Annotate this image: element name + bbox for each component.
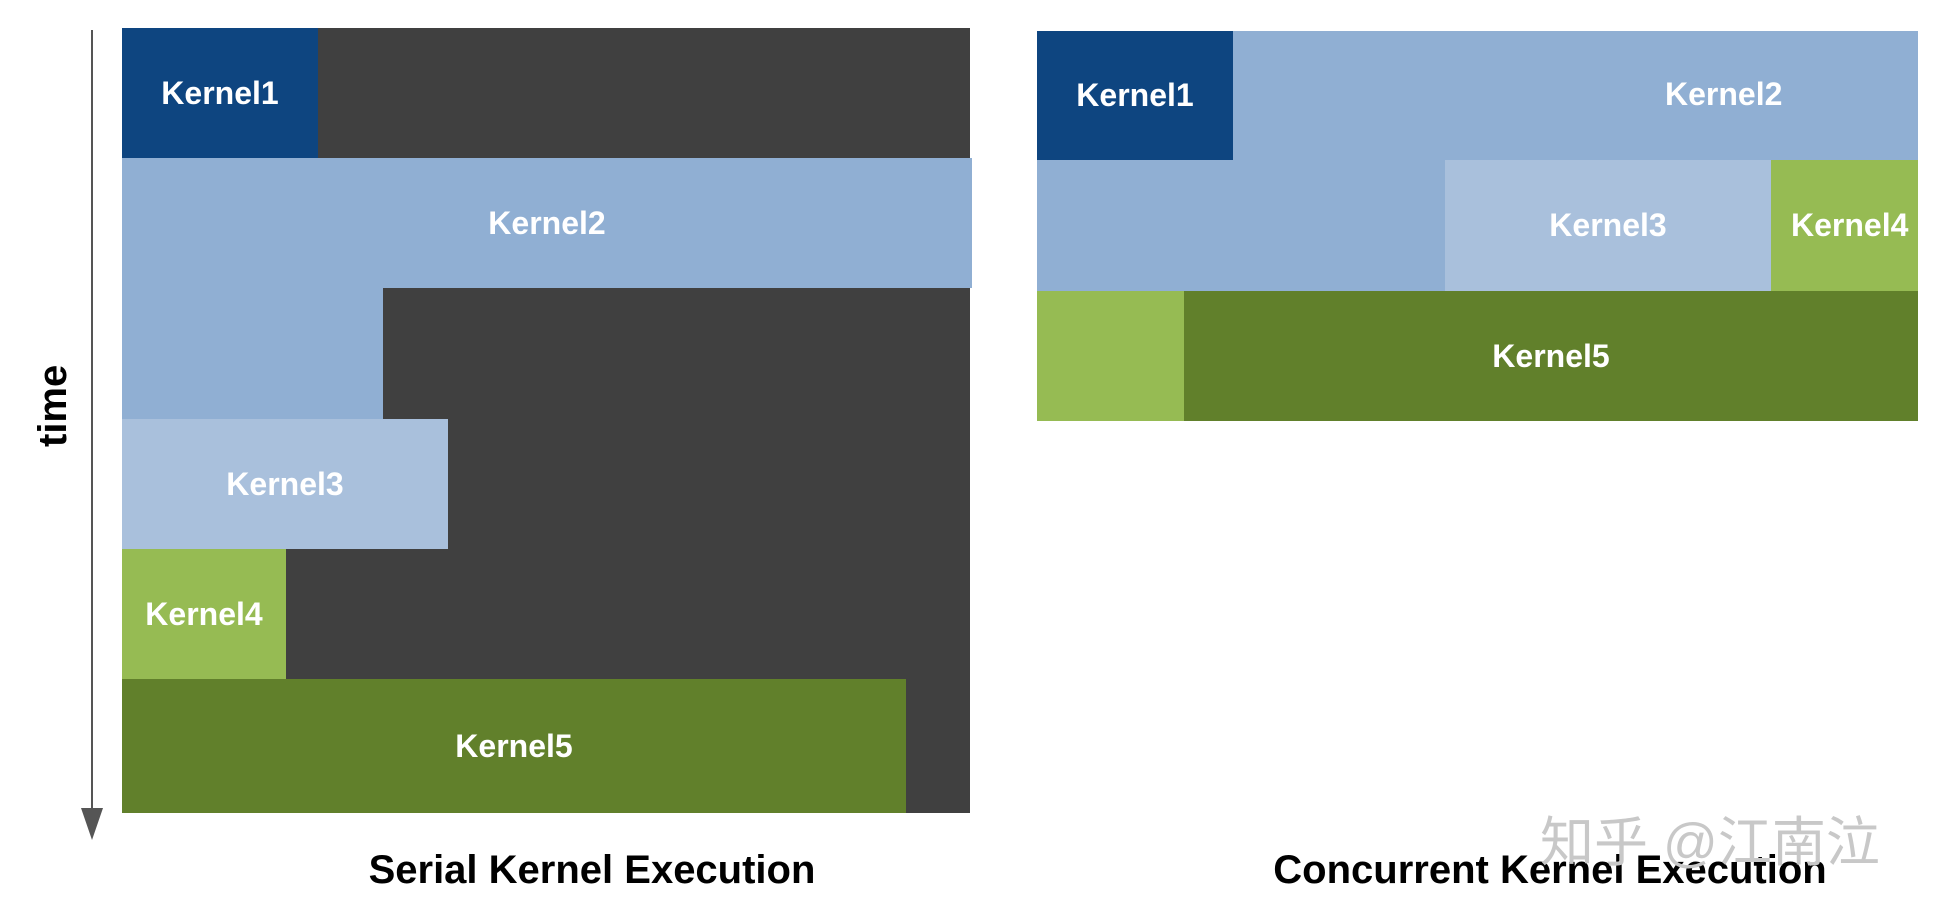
serial-kernel5-block: Kernel5 [122, 679, 906, 813]
serial-kernel1-block: Kernel1 [122, 28, 318, 158]
concurrent-kernel5-block: Kernel5 [1184, 291, 1918, 421]
serial-kernel5-label: Kernel5 [455, 727, 573, 764]
serial-kernel4-label: Kernel4 [145, 595, 263, 632]
concurrent-kernel4-block: Kernel4 [1771, 160, 1918, 291]
serial-kernel4-block: Kernel4 [122, 549, 286, 679]
time-axis-label: time [31, 364, 75, 447]
watermark: 知乎 @江南泣 [1540, 813, 1880, 873]
concurrent-caption: Concurrent Kernel Execution [1273, 848, 1827, 892]
concurrent-kernel2-label: Kernel2 [1665, 76, 1783, 112]
serial-kernel2-tail-block [122, 288, 383, 419]
serial-kernel3-label: Kernel3 [226, 465, 344, 502]
serial-panel: Kernel1 Kernel2 Kernel3 Kernel4 Kernel5 [122, 28, 972, 813]
concurrent-kernel1-label: Kernel1 [1076, 77, 1194, 113]
concurrent-kernel5-label: Kernel5 [1492, 337, 1610, 374]
serial-kernel3-block: Kernel3 [122, 419, 448, 549]
time-arrow [81, 30, 103, 840]
serial-caption: Serial Kernel Execution [368, 848, 816, 892]
concurrent-panel: Kernel2 Kernel1 Kernel3 Kernel4 Kernel5 [1037, 31, 1918, 421]
concurrent-kernel3-block: Kernel3 [1445, 160, 1771, 291]
serial-kernel2-block: Kernel2 [122, 158, 972, 288]
concurrent-kernel1-block: Kernel1 [1037, 31, 1233, 160]
concurrent-kernel3-label: Kernel3 [1549, 207, 1667, 243]
serial-kernel2-label: Kernel2 [488, 204, 606, 241]
serial-kernel1-label: Kernel1 [161, 74, 279, 111]
concurrent-kernel4-tail-block [1037, 291, 1184, 421]
concurrent-kernel4-label: Kernel4 [1791, 207, 1909, 243]
